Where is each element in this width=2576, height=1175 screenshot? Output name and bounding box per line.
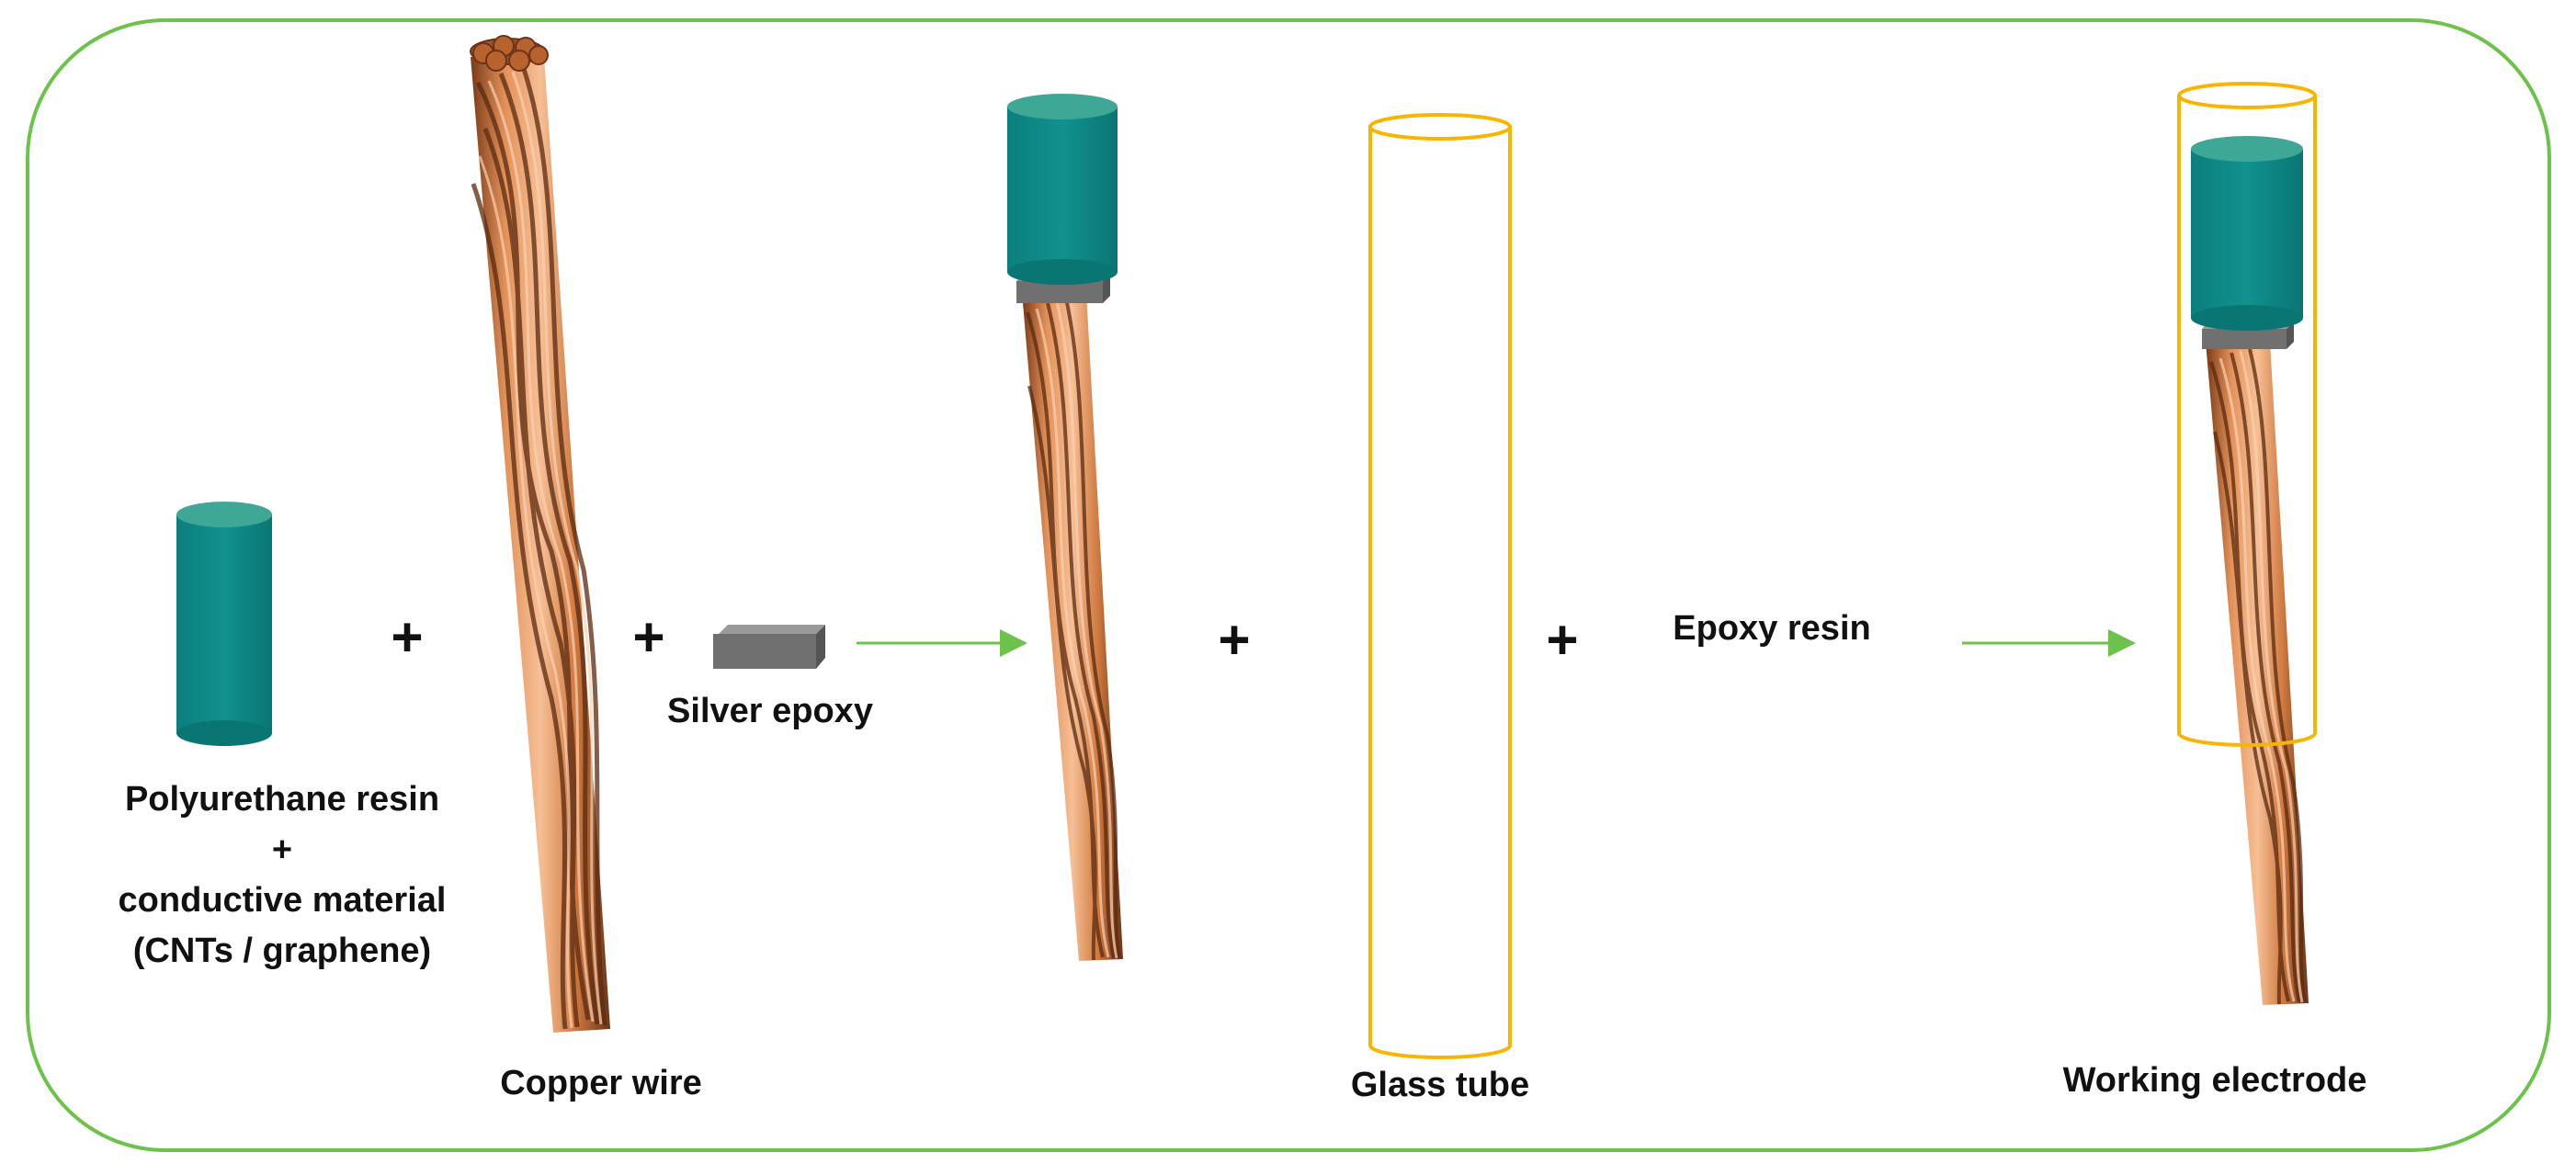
polyurethane-label-line-4: (CNTs / graphene) — [132, 932, 432, 970]
resin-cylinder-icon — [176, 502, 272, 746]
polyurethane-label: Polyurethane resin + conductive material… — [119, 774, 447, 977]
polyurethane-label-line-3: conductive material — [118, 881, 447, 920]
polyurethane-label-line-1: Polyurethane resin — [124, 780, 440, 819]
plus-operator-4: + — [1546, 609, 1579, 671]
working-electrode-icon — [2177, 82, 2317, 1005]
glass-tube-label: Glass tube — [1350, 1066, 1530, 1104]
plus-operator-2: + — [632, 606, 665, 668]
polyurethane-label-line-2: + — [271, 830, 293, 869]
wire-with-resin-icon — [1007, 94, 1123, 961]
copper-wire-icon — [470, 35, 610, 1033]
silver-epoxy-label: Silver epoxy — [667, 692, 873, 730]
silver-epoxy-block-icon — [713, 625, 825, 669]
plus-operator-1: + — [391, 606, 424, 668]
plus-operator-3: + — [1218, 609, 1251, 671]
copper-wire-label: Copper wire — [500, 1064, 702, 1102]
glass-tube-icon — [1368, 113, 1512, 1059]
working-electrode-label: Working electrode — [2062, 1061, 2367, 1100]
frame-border — [26, 18, 2551, 1152]
epoxy-resin-label: Epoxy resin — [1673, 609, 1871, 648]
